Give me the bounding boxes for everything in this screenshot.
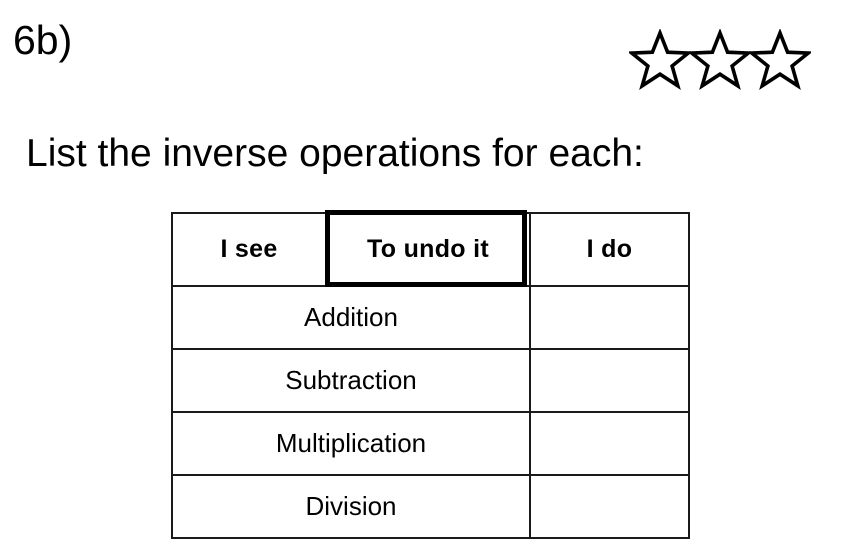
column-header-to-undo-it: To undo it <box>325 210 531 287</box>
answer-input-cell[interactable] <box>529 474 690 539</box>
star-outline-icon <box>749 29 811 90</box>
column-header-label: To undo it <box>367 235 489 263</box>
operation-label: Addition <box>304 302 398 332</box>
column-header-label: I do <box>586 235 633 263</box>
table-row: Multiplication <box>171 411 690 476</box>
operation-label-cell: Multiplication <box>171 411 531 476</box>
table-row: Subtraction <box>171 348 690 413</box>
operation-label: Subtraction <box>285 365 417 395</box>
operation-label-cell: Addition <box>171 285 531 350</box>
operation-label-cell: Subtraction <box>171 348 531 413</box>
column-header-i-do: I do <box>529 212 690 287</box>
column-header-label: I see <box>220 235 278 263</box>
operation-label: Division <box>305 491 397 521</box>
star-outline-icon <box>689 29 751 90</box>
answer-input-cell[interactable] <box>529 411 690 476</box>
inverse-operations-table: I see To undo it I do Addition <box>171 210 690 539</box>
table-row: Addition <box>171 285 690 350</box>
table-header-row: I see To undo it I do <box>171 210 690 287</box>
operation-label: Multiplication <box>275 428 427 458</box>
operation-label-cell: Division <box>171 474 531 539</box>
question-number: 6b) <box>13 17 73 63</box>
difficulty-star-rating <box>629 29 811 97</box>
answer-input-cell[interactable] <box>529 285 690 350</box>
star-outline-icon <box>629 29 691 90</box>
answer-input-cell[interactable] <box>529 348 690 413</box>
instruction-text: List the inverse operations for each: <box>26 132 644 175</box>
column-header-i-see: I see <box>171 212 327 287</box>
table-row: Division <box>171 474 690 539</box>
